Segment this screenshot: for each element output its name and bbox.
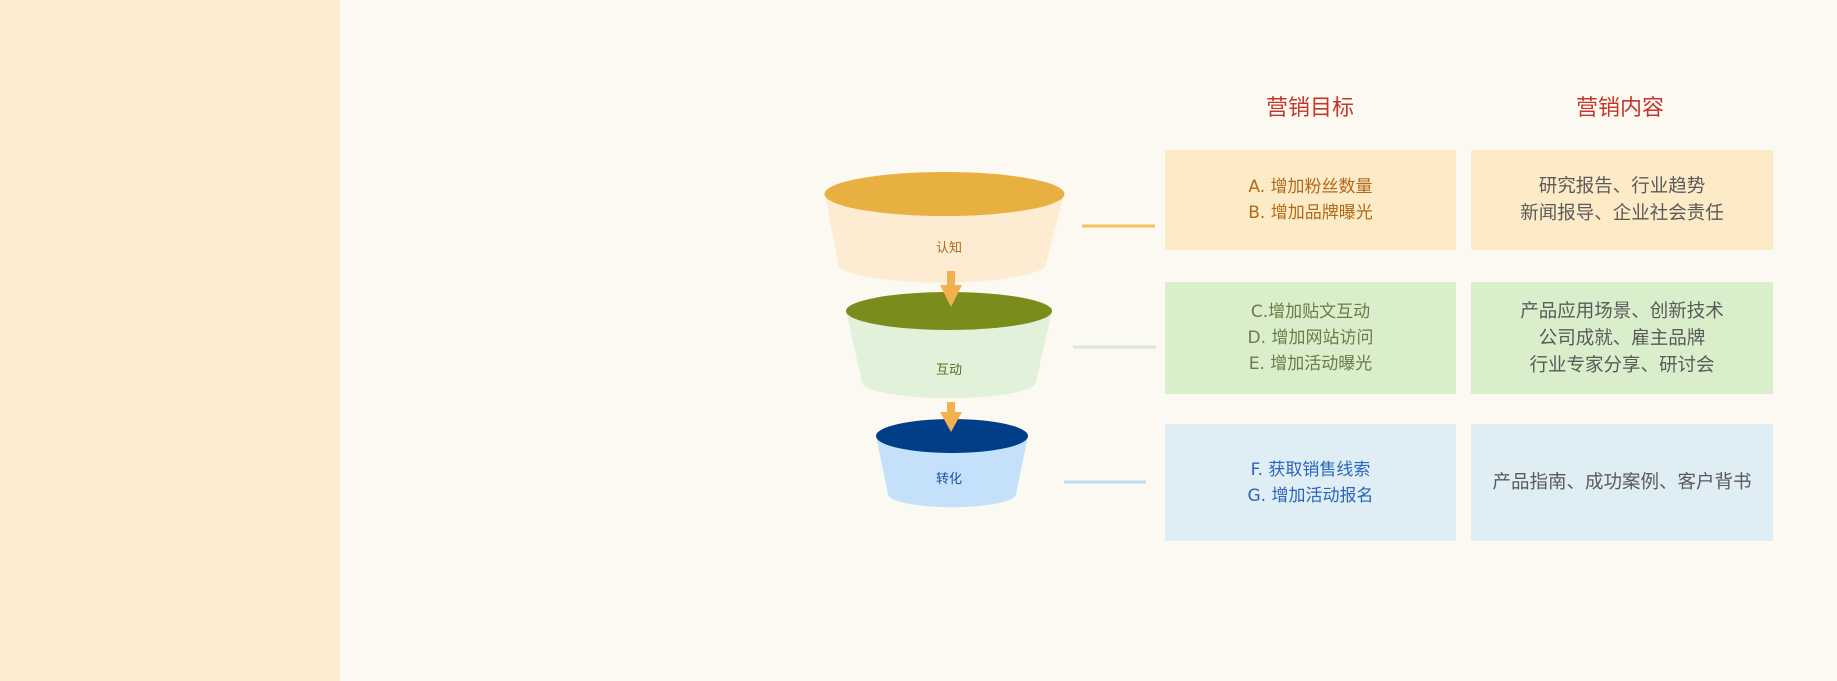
funnel-top-conversion (876, 419, 1028, 453)
funnel-body-awareness (825, 194, 1064, 283)
funnel-label-awareness: 认知 (936, 240, 962, 256)
content-card-awareness: 研究报告、行业趋势 新闻报导、企业社会责任 (1471, 150, 1773, 250)
goal-card-engagement: C.增加贴文互动 D. 增加网站访问 E. 增加活动曝光 (1165, 282, 1456, 394)
funnel-label-engagement: 互动 (936, 363, 962, 378)
content-item: 产品指南、成功案例、客户背书 (1492, 472, 1752, 493)
content-item: 行业专家分享、研讨会 (1529, 354, 1715, 376)
header-marketing-goal: 营销目标 (1265, 96, 1354, 121)
funnel-stage-engagement: 互动 (846, 292, 1052, 399)
funnel-label-conversion: 转化 (936, 472, 962, 487)
arrow-engagement-to-conversion (940, 402, 962, 432)
content-card-engagement: 产品应用场景、创新技术 公司成就、雇主品牌 行业专家分享、研讨会 (1471, 282, 1773, 394)
content-item: 公司成就、雇主品牌 (1538, 327, 1706, 349)
content-item: 新闻报导、企业社会责任 (1520, 203, 1724, 224)
header-marketing-content: 营销内容 (1575, 96, 1664, 121)
goal-item: E. 增加活动曝光 (1248, 354, 1373, 374)
content-item: 产品应用场景、创新技术 (1520, 300, 1724, 322)
funnel-body-conversion (876, 436, 1028, 508)
funnel-top-engagement (846, 292, 1052, 330)
left-panel (0, 0, 340, 681)
content-item: 研究报告、行业趋势 (1538, 176, 1706, 197)
goal-item: C.增加贴文互动 (1250, 302, 1371, 322)
goal-item: B. 增加品牌曝光 (1248, 203, 1373, 223)
goal-card-conversion: F. 获取销售线索 G. 增加活动报名 (1165, 424, 1456, 541)
funnel-body-engagement (846, 311, 1052, 399)
goal-card-awareness: A. 增加粉丝数量 B. 增加品牌曝光 (1165, 150, 1456, 250)
funnel-top-awareness (824, 172, 1065, 216)
goal-item: D. 增加网站访问 (1247, 328, 1374, 348)
funnel-stage-conversion: 转化 (876, 419, 1028, 508)
funnel-stage-awareness: 认知 (824, 172, 1065, 283)
content-card-conversion: 产品指南、成功案例、客户背书 (1471, 424, 1773, 541)
goal-item: G. 增加活动报名 (1247, 485, 1374, 506)
goal-item: F. 获取销售线索 (1250, 459, 1371, 480)
arrow-awareness-to-engagement (940, 271, 962, 307)
goal-item: A. 增加粉丝数量 (1248, 177, 1373, 197)
